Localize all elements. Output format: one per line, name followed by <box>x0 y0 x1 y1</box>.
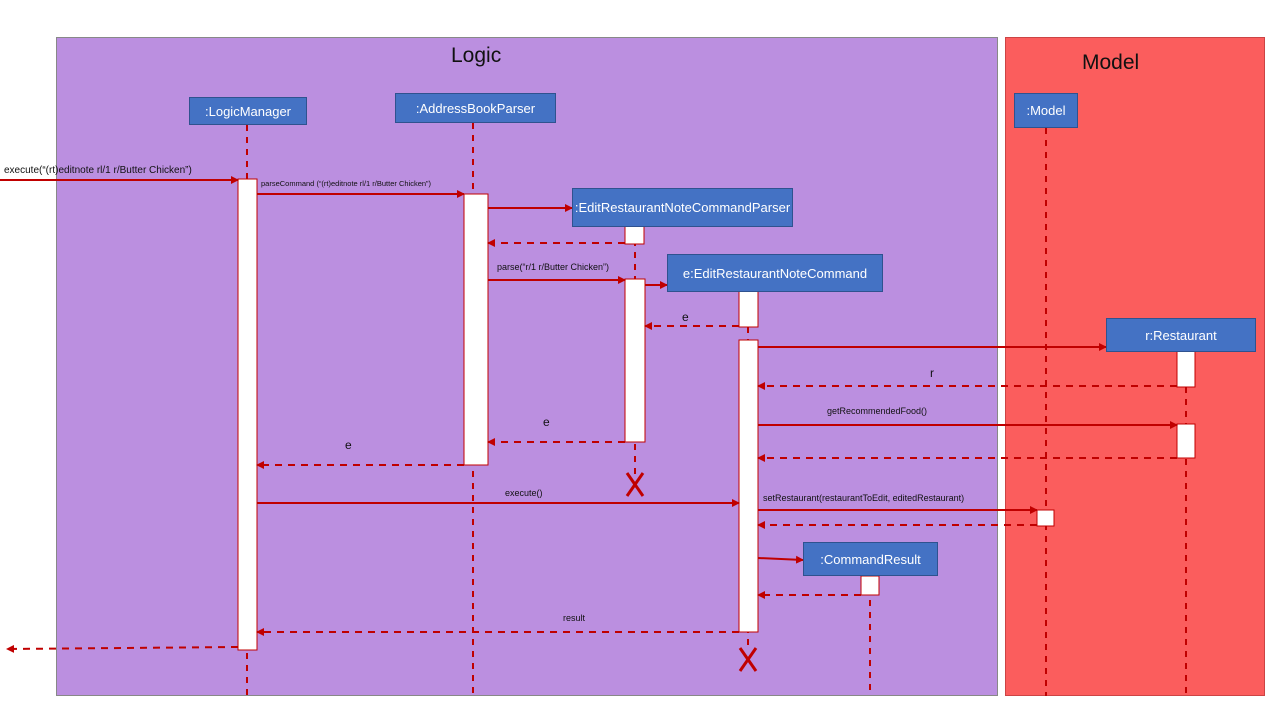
logic-frame-title: Logic <box>451 44 502 67</box>
label-get-recommended-food: getRecommendedFood() <box>827 406 927 416</box>
logic-frame <box>56 37 998 696</box>
activation-edit-note-parser-create <box>624 225 645 245</box>
label-parse-command: parseCommand (“(rt)editnote rl/1 r/Butte… <box>261 179 432 188</box>
participant-edit-note-parser: :EditRestaurantNoteCommandParser <box>572 188 793 227</box>
label-parse: parse(“r/1 r/Butter Chicken”) <box>497 262 609 272</box>
label-return-e-lm: e <box>345 438 352 452</box>
return-output <box>6 644 239 653</box>
activation-restaurant-get-food <box>1176 423 1196 459</box>
label-return-e-parser: e <box>682 310 689 324</box>
participant-edit-note-command: e:EditRestaurantNoteCommand <box>667 254 883 292</box>
activation-edit-note-command-create <box>738 290 759 328</box>
returns <box>6 239 1177 653</box>
participant-command-result: :CommandResult <box>803 542 938 576</box>
destroy-marks <box>625 472 758 672</box>
label-return-r: r <box>930 366 934 380</box>
label-execute-input: execute(“(rt)editnote rl/1 r/Butter Chic… <box>4 165 192 176</box>
activation-model <box>1036 509 1055 527</box>
activation-address-book-parser <box>463 193 489 466</box>
activations <box>237 178 1196 651</box>
call-create-command-result <box>757 555 804 564</box>
model-frame-title: Model <box>1082 51 1140 74</box>
activation-logic-manager <box>237 178 258 651</box>
label-execute: execute() <box>505 488 543 498</box>
participant-address-book-parser: :AddressBookParser <box>395 93 556 123</box>
destroy-edit-note-parser <box>625 472 645 497</box>
model-frame <box>1005 37 1265 696</box>
activation-restaurant-create <box>1176 350 1196 388</box>
message-labels: execute(“(rt)editnote rl/1 r/Butter Chic… <box>4 165 964 623</box>
activation-edit-note-parser-parse <box>624 278 646 443</box>
label-set-restaurant: setRestaurant(restaurantToEdit, editedRe… <box>763 493 964 503</box>
activation-edit-note-command-execute <box>738 339 759 633</box>
label-return-e-abp: e <box>543 415 550 429</box>
participant-model: :Model <box>1014 93 1078 128</box>
participant-logic-manager: :LogicManager <box>189 97 307 125</box>
label-result: result <box>563 613 586 623</box>
activation-command-result <box>860 575 880 596</box>
calls <box>0 176 1178 564</box>
participant-restaurant: r:Restaurant <box>1106 318 1256 352</box>
destroy-edit-note-command <box>738 647 758 672</box>
